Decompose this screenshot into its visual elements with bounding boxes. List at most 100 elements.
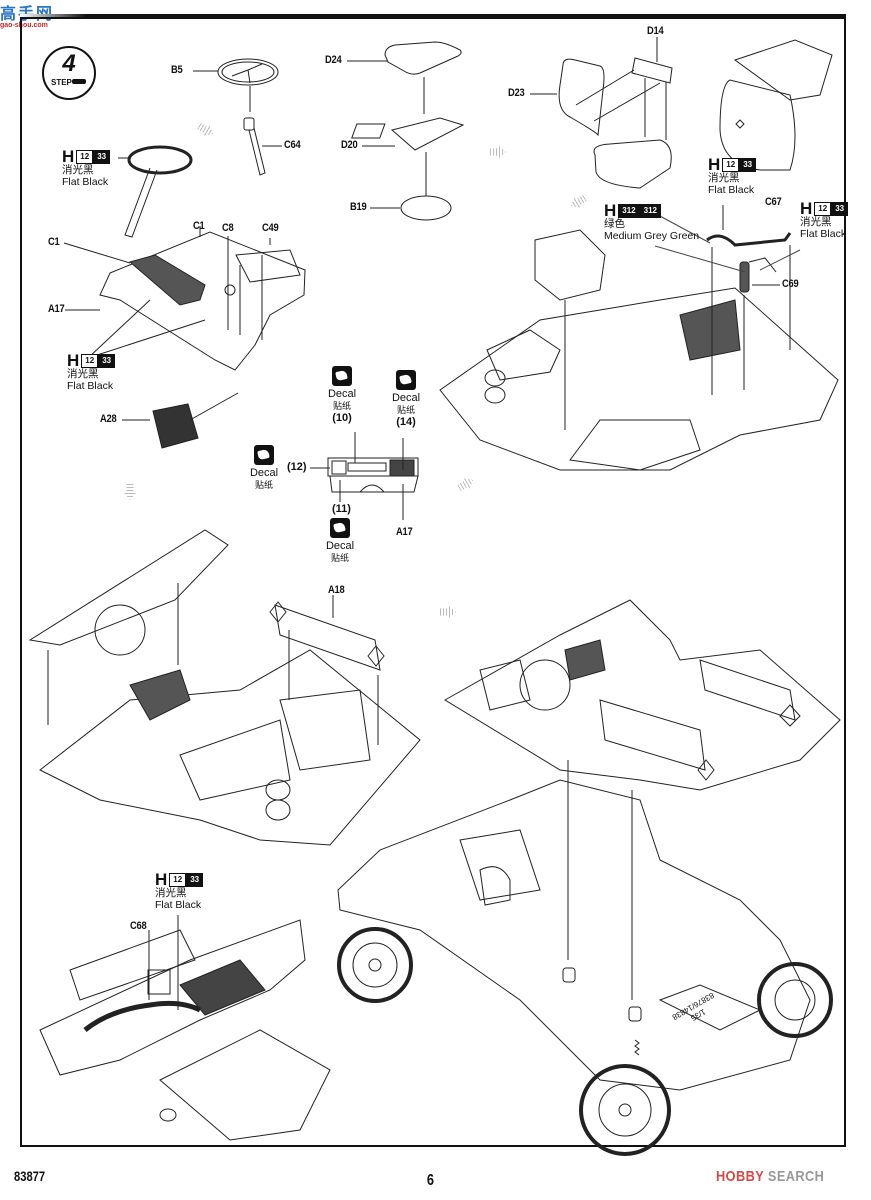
decal-callout-12: Decal 贴纸 bbox=[242, 445, 286, 491]
part-label-b19: B19 bbox=[350, 201, 367, 213]
part-label-d23: D23 bbox=[508, 87, 525, 99]
flow-arrow-6 bbox=[440, 606, 456, 618]
paint-name-zh: 消光黑 bbox=[67, 368, 99, 380]
decal-label-en: Decal bbox=[327, 388, 357, 400]
paint-code-water: 312 bbox=[618, 204, 640, 218]
brand-mark: HOBBY bbox=[716, 1168, 764, 1185]
vehicle-chassis bbox=[338, 780, 831, 1154]
decal-label-en: Decal bbox=[249, 467, 279, 479]
part-label-c1-left: C1 bbox=[48, 236, 60, 248]
part-label-c69: C69 bbox=[782, 278, 799, 290]
steering-column-c64 bbox=[244, 118, 282, 175]
decal-callout-14: Decal 贴纸 (14) bbox=[384, 370, 428, 428]
cabin-floor-left bbox=[30, 530, 420, 845]
paint-name-en: Flat Black bbox=[67, 380, 114, 392]
seat-assembled bbox=[720, 40, 832, 170]
cabin-assembled-right bbox=[445, 600, 840, 1000]
part-label-a17: A17 bbox=[48, 303, 65, 315]
decal-icon bbox=[330, 518, 350, 538]
paint-code-lacquer: 312 bbox=[639, 204, 661, 218]
paint-code-lacquer: 33 bbox=[831, 202, 849, 216]
seat-bottom bbox=[594, 140, 671, 188]
decal-label-zh: 贴纸 bbox=[396, 405, 415, 415]
paint-prefix: H bbox=[708, 155, 721, 174]
paint-code-water: 12 bbox=[722, 158, 740, 172]
part-label-c49: C49 bbox=[262, 222, 279, 234]
part-label-d14: D14 bbox=[647, 25, 664, 37]
paint-code-water: 12 bbox=[169, 873, 187, 887]
paint-name-zh: 消光黑 bbox=[62, 164, 94, 176]
decal-label-en: Decal bbox=[391, 392, 421, 404]
paint-name-en: Flat Black bbox=[155, 899, 202, 911]
paint-code-water: 12 bbox=[814, 202, 832, 216]
part-label-a28: A28 bbox=[100, 413, 117, 425]
decal-callout-11: Decal 贴纸 bbox=[318, 518, 362, 564]
frame-top-border bbox=[20, 14, 846, 18]
decal-number: (14) bbox=[396, 416, 416, 428]
paint-name-zh: 消光黑 bbox=[708, 172, 740, 184]
paint-name-zh: 消光黑 bbox=[800, 216, 832, 228]
seat-back-d23 bbox=[530, 59, 604, 135]
brand-watermark: HOBBY SEARCH bbox=[716, 1168, 824, 1185]
brand-suffix: SEARCH bbox=[763, 1168, 825, 1185]
tank-icon bbox=[72, 79, 86, 84]
decal-callout-10: Decal 贴纸 (10) bbox=[320, 366, 364, 424]
seat-disc-b19 bbox=[370, 196, 451, 220]
paint-code-lacquer: 33 bbox=[98, 354, 116, 368]
part-label-a18: A18 bbox=[328, 584, 345, 596]
paint-name-en: Flat Black bbox=[62, 176, 109, 188]
paint-prefix: H bbox=[604, 201, 617, 220]
paint-name-en: Flat Black bbox=[800, 228, 847, 240]
part-label-b5: B5 bbox=[171, 64, 183, 76]
steering-assembly bbox=[118, 147, 191, 237]
paint-name-en: Flat Black bbox=[708, 184, 755, 196]
paint-name-zh: 绿色 bbox=[604, 218, 625, 230]
decal-label-zh: 贴纸 bbox=[330, 553, 349, 563]
paint-code-water: 12 bbox=[76, 150, 94, 164]
part-label-d20: D20 bbox=[341, 139, 358, 151]
decal-number: (10) bbox=[332, 412, 352, 424]
wheel-rear-right bbox=[759, 964, 831, 1036]
paint-prefix: H bbox=[62, 147, 75, 166]
decal-number-11: (11) bbox=[332, 503, 351, 515]
paint-prefix: H bbox=[155, 870, 168, 889]
part-label-d24: D24 bbox=[325, 54, 342, 66]
paint-prefix: H bbox=[800, 199, 813, 218]
flow-arrow-2 bbox=[490, 146, 506, 158]
dashboard-a17 bbox=[64, 226, 305, 370]
part-label-a17-panel: A17 bbox=[396, 526, 413, 538]
kit-number: 83877 bbox=[14, 1168, 46, 1184]
decal-number-12: (12) bbox=[287, 461, 307, 473]
instrument-panel bbox=[310, 432, 418, 520]
part-label-c1-top: C1 bbox=[193, 220, 205, 232]
wheel-front-left bbox=[339, 929, 411, 1001]
part-label-c64: C64 bbox=[284, 139, 301, 151]
decal-label-zh: 贴纸 bbox=[254, 480, 273, 490]
watermark-site-url: gao-shou.com bbox=[0, 22, 48, 29]
part-label-c8: C8 bbox=[222, 222, 234, 234]
paint-code-lacquer: 33 bbox=[186, 873, 204, 887]
decal-icon bbox=[396, 370, 416, 390]
page-number: 6 bbox=[426, 1172, 435, 1189]
decal-label-zh: 贴纸 bbox=[332, 401, 351, 411]
paint-code-water: 12 bbox=[81, 354, 99, 368]
decal-icon bbox=[332, 366, 352, 386]
decal-icon bbox=[254, 445, 274, 465]
step-label: STEP bbox=[51, 78, 72, 87]
paint-name-zh: 消光黑 bbox=[155, 887, 187, 899]
wheel-front-right bbox=[581, 1066, 669, 1154]
instruction-frame bbox=[20, 17, 846, 1147]
bracket-d14 bbox=[576, 37, 672, 140]
decal-label-en: Decal bbox=[325, 540, 355, 552]
step-badge: 4 STEP bbox=[42, 46, 96, 100]
cabin-floor-right bbox=[440, 205, 838, 470]
seat-base-d20 bbox=[352, 118, 463, 196]
part-label-c67: C67 bbox=[765, 196, 782, 208]
part-label-c68: C68 bbox=[130, 920, 147, 932]
